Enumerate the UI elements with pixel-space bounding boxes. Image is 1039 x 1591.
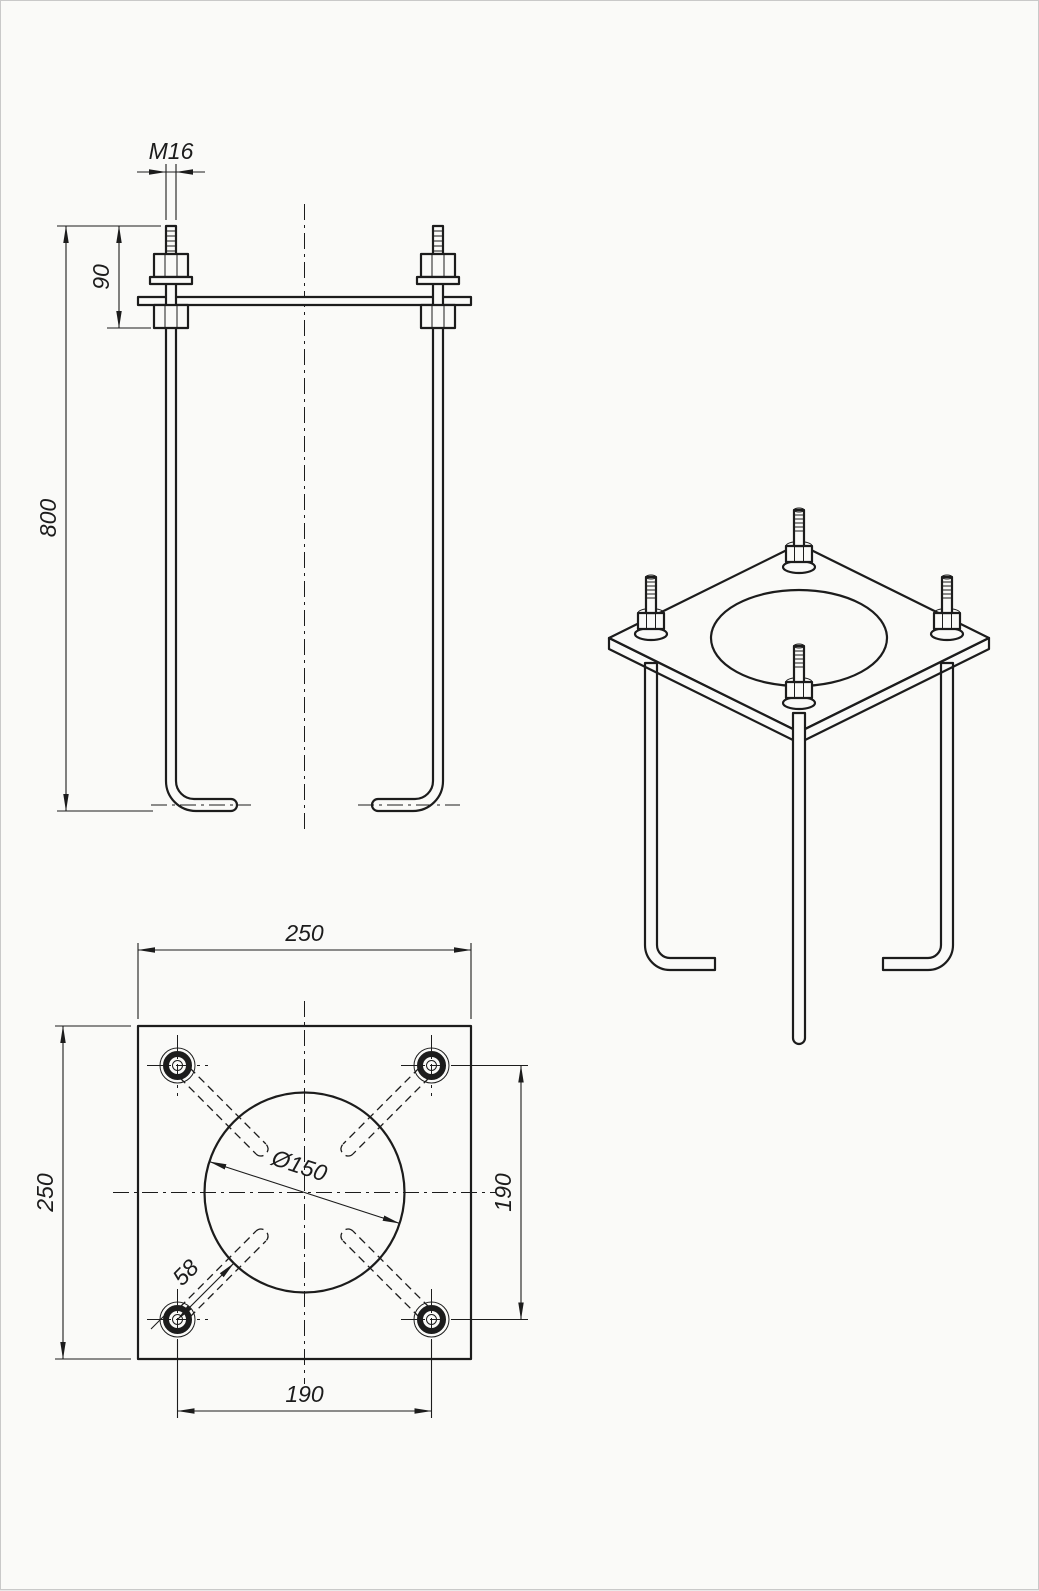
iso-rod-front xyxy=(791,711,807,1046)
front-view: M16 90 800 xyxy=(35,138,473,829)
dim-90-label: 90 xyxy=(88,264,114,290)
isometric-view xyxy=(607,507,991,1046)
dim-m16: M16 xyxy=(137,138,205,220)
bolt-hole-top-left xyxy=(147,1035,208,1096)
dim-m16-label: M16 xyxy=(149,138,194,164)
dim-250-top-label: 250 xyxy=(284,920,324,946)
nut-stack-right xyxy=(415,252,461,330)
dim-190-right-label: 190 xyxy=(490,1173,516,1212)
plate-edge-view xyxy=(136,295,473,307)
iso-plate-side-left xyxy=(607,636,801,745)
bolt-hole-bottom-right xyxy=(401,1289,462,1350)
dim-250-left: 250 xyxy=(32,1025,131,1360)
iso-stud-back xyxy=(781,507,817,575)
nut-stack-left xyxy=(148,252,194,330)
dim-250-left-label: 250 xyxy=(32,1173,58,1213)
dim-800-label: 800 xyxy=(35,499,61,538)
dim-800: 800 xyxy=(35,225,153,812)
iso-stud-front xyxy=(781,643,817,711)
iso-rod-left xyxy=(643,661,717,972)
iso-stud-left xyxy=(633,574,669,642)
thread-lines-right xyxy=(433,230,443,252)
iso-plate-side-right xyxy=(797,636,991,745)
iso-rod-right xyxy=(881,661,955,972)
dim-190-right: 190 xyxy=(452,1064,528,1321)
dim-90: 90 xyxy=(57,225,161,329)
bolt-hole-top-right xyxy=(401,1035,462,1096)
dim-250-top: 250 xyxy=(137,920,472,1019)
dim-190-bottom-label: 190 xyxy=(285,1381,324,1407)
plan-view: 250 250 190 190 Ø150 xyxy=(32,920,528,1418)
thread-lines-left xyxy=(166,230,176,252)
iso-stud-right xyxy=(929,574,965,642)
dim-190-bottom: 190 xyxy=(176,1340,433,1418)
